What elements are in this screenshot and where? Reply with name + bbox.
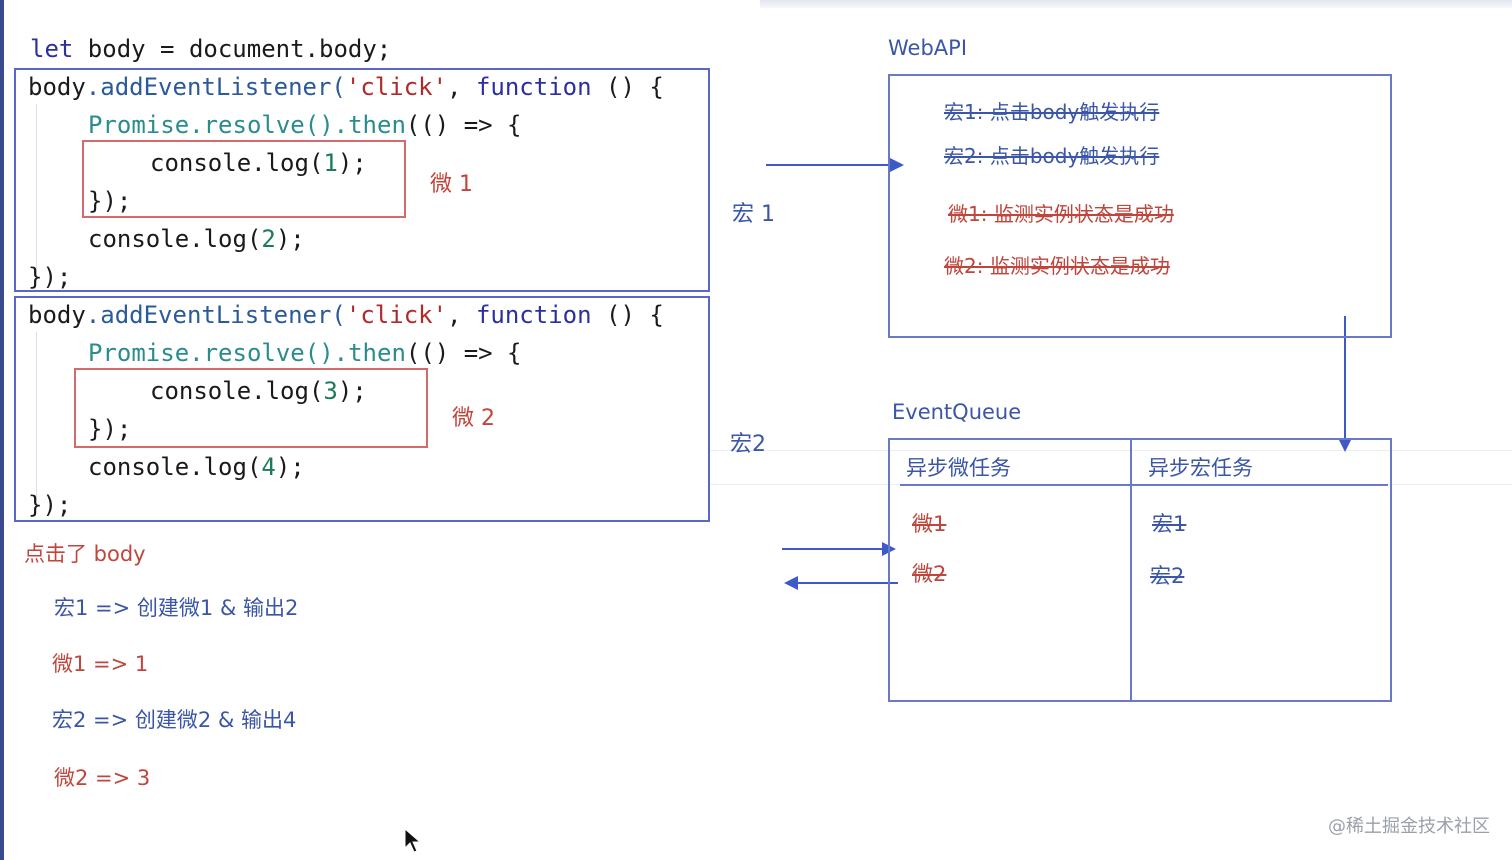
code-block-1-line-1: body.addEventListener('click', function … xyxy=(28,73,664,101)
macro1-label: 宏 1 xyxy=(732,202,775,227)
webapi-item-1: 宏1: 点击body触发执行 xyxy=(944,100,1160,124)
code-block-2-line-3: console.log(3); xyxy=(150,377,367,405)
queue-macro-item-1: 宏1 xyxy=(1152,512,1187,536)
eventqueue-title: EventQueue xyxy=(892,400,1022,424)
arrow-to-webapi xyxy=(766,158,904,172)
code-block-1-line-6: }); xyxy=(28,263,72,291)
eventqueue-column-divider xyxy=(1130,440,1132,700)
code-block-1-line-4: }); xyxy=(88,187,132,215)
macro2-label: 宏2 xyxy=(730,432,766,457)
code-block-2-line-6: }); xyxy=(28,491,72,519)
notes-line-4: 微2 => 3 xyxy=(54,766,151,790)
eventqueue-header-divider xyxy=(900,484,1388,486)
notes-line-2: 微1 => 1 xyxy=(52,652,149,676)
notes-line-1: 宏1 => 创建微1 & 输出2 xyxy=(54,596,299,620)
queue-micro-item-1: 微1 xyxy=(912,512,947,536)
queue-micro-item-2: 微2 xyxy=(912,562,947,586)
webapi-item-2: 宏2: 点击body触发执行 xyxy=(944,144,1160,168)
faint-divider xyxy=(710,450,1512,451)
code-block-2-line-2: Promise.resolve().then(() => { xyxy=(88,339,522,367)
notes-heading: 点击了 body xyxy=(24,542,146,566)
top-edge xyxy=(760,0,1512,8)
queue-macro-item-2: 宏2 xyxy=(1150,564,1185,588)
webapi-title: WebAPI xyxy=(888,36,968,60)
eventqueue-box xyxy=(888,438,1392,702)
webapi-box xyxy=(888,74,1392,338)
arrow-from-queue xyxy=(784,576,898,590)
arrow-to-queue xyxy=(782,542,896,556)
indent-guide xyxy=(36,104,37,280)
code-block-1-line-5: console.log(2); xyxy=(88,225,305,253)
code-block-1 xyxy=(14,68,710,292)
micro2-label: 微 2 xyxy=(452,406,495,431)
keyword-let: let xyxy=(30,35,74,63)
micro-task-box-1 xyxy=(82,140,406,218)
code-block-2-line-4: }); xyxy=(88,415,132,443)
arrow-to-eventqueue xyxy=(1338,316,1352,452)
code-block-2 xyxy=(14,296,710,522)
micro1-label: 微 1 xyxy=(430,172,473,197)
code-block-2-line-1: body.addEventListener('click', function … xyxy=(28,301,664,329)
indent-guide xyxy=(36,332,37,508)
notes-line-3: 宏2 => 创建微2 & 输出4 xyxy=(52,708,297,732)
left-edge xyxy=(0,0,4,860)
webapi-item-3: 微1: 监测实例状态是成功 xyxy=(948,202,1174,226)
eventqueue-col-macro: 异步宏任务 xyxy=(1148,456,1253,480)
code-block-1-line-3: console.log(1); xyxy=(150,149,367,177)
webapi-item-4: 微2: 监测实例状态是成功 xyxy=(944,254,1170,278)
micro-task-box-2 xyxy=(74,368,428,448)
code-block-1-line-2: Promise.resolve().then(() => { xyxy=(88,111,522,139)
watermark: @稀土掘金技术社区 xyxy=(1328,816,1490,837)
mouse-cursor-icon xyxy=(404,828,422,853)
code-block-2-line-5: console.log(4); xyxy=(88,453,305,481)
code-line-let: let body = document.body; xyxy=(30,35,392,63)
eventqueue-col-micro: 异步微任务 xyxy=(906,456,1011,480)
